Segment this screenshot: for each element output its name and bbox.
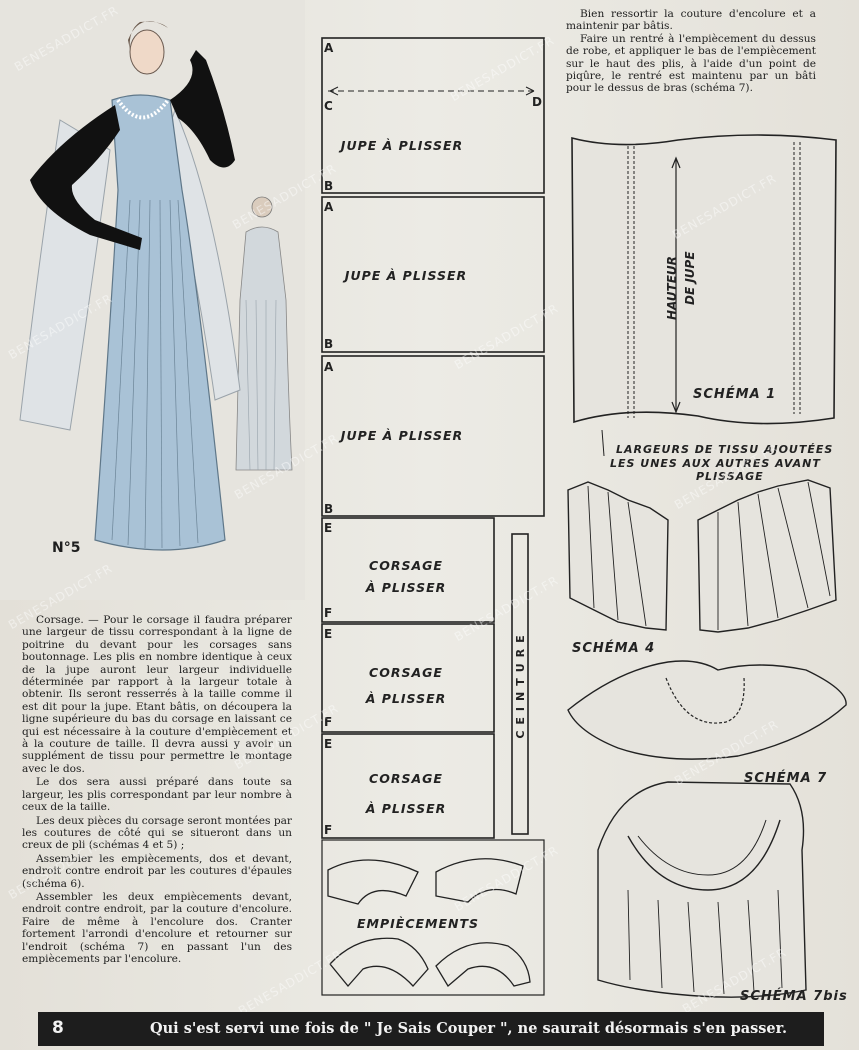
hauteur-label-1: HAUTEUR <box>665 256 679 320</box>
paragraph: Corsage. — Pour le corsage il faudra pré… <box>22 614 292 775</box>
schema-7-label: SCHÉMA 7 <box>744 770 827 786</box>
corsage-label: CORSAGE <box>369 665 443 680</box>
letter-a: A <box>324 360 334 374</box>
letter-c: C <box>324 99 333 113</box>
jupe-label: JUPE À PLISSER <box>342 268 467 283</box>
left-text-column: Corsage. — Pour le corsage il faudra pré… <box>22 614 292 966</box>
paragraph: Assembler les deux empiècements devant, … <box>22 890 292 965</box>
letter-f: F <box>324 606 332 620</box>
letter-b: B <box>324 337 333 351</box>
letter-d: D <box>532 95 542 109</box>
footer-banner: 8 Qui s'est servi une fois de " Je Sais … <box>38 1012 824 1046</box>
schema-1: HAUTEUR DE JUPE SCHÉMA 1 <box>571 134 837 425</box>
footer-slogan: Qui s'est servi une fois de " Je Sais Co… <box>150 1020 788 1037</box>
yoke-pieces <box>327 858 531 988</box>
bodice-panel-2 <box>321 623 495 733</box>
skirt-panel-2 <box>321 196 545 353</box>
gown <box>94 94 226 551</box>
left-glove <box>30 105 142 250</box>
bodice-panel-1 <box>321 517 495 623</box>
corsage-label: CORSAGE <box>369 771 443 786</box>
schema-4-label: SCHÉMA 4 <box>572 640 655 656</box>
jupe-label: JUPE À PLISSER <box>338 138 463 153</box>
right-text-column: Bien ressortir la couture d'encolure et … <box>566 8 816 95</box>
paragraph: Bien ressortir la couture d'encolure et … <box>566 8 816 33</box>
empiecements-label: EMPIÈCEMENTS <box>357 916 479 931</box>
ceinture-label: CEINTURE <box>514 629 527 738</box>
corsage-label: CORSAGE <box>369 558 443 573</box>
schema-7bis <box>597 781 807 998</box>
skirt-panel-1 <box>321 37 545 194</box>
letter-e: E <box>324 737 332 751</box>
hauteur-label-2: DE JUPE <box>683 251 697 305</box>
letter-f: F <box>324 715 332 729</box>
bodice-panel-3 <box>321 733 495 839</box>
right-glove <box>170 50 235 168</box>
paragraph: Faire un rentré à l'empiècement du dessu… <box>566 32 816 95</box>
fashion-illustration <box>0 0 305 600</box>
skirt-panel-3 <box>321 355 545 517</box>
paragraph: Assembler les empiècements, dos et devan… <box>22 852 292 890</box>
letter-e: E <box>324 627 332 641</box>
pattern-layout: A C D B A B A B E F E F E F JUPE À PLISS… <box>321 37 545 996</box>
schema-1-label: SCHÉMA 1 <box>693 386 776 402</box>
note-line-2: LES UNES AUX AUTRES AVANT <box>610 457 821 470</box>
note-line-3: PLISSAGE <box>696 470 764 483</box>
schema-illustrations: HAUTEUR DE JUPE SCHÉMA 1 LARGEURS DE TIS… <box>567 134 848 1004</box>
back-view-figure <box>235 196 293 471</box>
jupe-label: JUPE À PLISSER <box>338 428 463 443</box>
letter-e: E <box>324 521 332 535</box>
paragraph: Le dos sera aussi préparé dans toute sa … <box>22 776 292 814</box>
corsage-label: À PLISSER <box>365 691 447 706</box>
letter-f: F <box>324 823 332 837</box>
schema-4 <box>567 479 837 633</box>
schema-7 <box>567 660 847 760</box>
paragraph: Les deux pièces du corsage seront montée… <box>22 814 292 852</box>
figure-number: N°5 <box>52 540 81 556</box>
head <box>129 29 165 75</box>
corsage-label: À PLISSER <box>365 580 447 595</box>
page-number: 8 <box>52 1018 64 1038</box>
letter-b: B <box>324 502 333 516</box>
letter-a: A <box>324 41 334 55</box>
letter-b: B <box>324 179 333 193</box>
note-line-1: LARGEURS DE TISSU AJOUTÉES <box>616 443 833 456</box>
corsage-label: À PLISSER <box>365 801 447 816</box>
letter-a: A <box>324 200 334 214</box>
schema-7bis-label: SCHÉMA 7bis <box>740 988 848 1004</box>
belt-piece <box>511 533 529 835</box>
